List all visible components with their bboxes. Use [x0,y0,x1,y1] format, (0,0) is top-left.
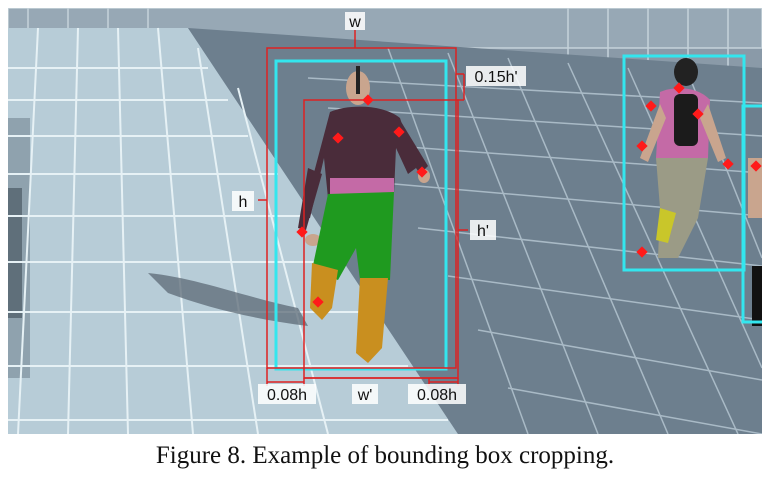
third-person [748,158,762,326]
crop-height-label: h' [477,223,489,240]
figure-caption: Figure 8. Example of bounding box croppi… [155,442,615,469]
width-label: w [348,14,361,31]
figure-image: w h h' 0.15h' 0.08h w' 0.08h [8,8,762,434]
floor-grid-lit [8,27,448,434]
keypoint [416,166,428,178]
keypoint [750,160,762,172]
crop-width-label: w' [357,387,373,404]
crop-outer-rect [266,47,457,369]
walker-shadow [148,273,308,326]
keypoint [722,158,734,170]
keypoint [636,140,648,152]
bounding-box-main [274,59,448,371]
main-person [298,66,430,363]
right-margin-label: 0.08h [417,387,457,404]
bounding-boxes [274,54,762,371]
left-margin-label: 0.08h [267,387,307,404]
keypoint [296,226,308,238]
keypoint [636,246,648,258]
crop-lines [258,30,468,386]
scene-render: w h h' 0.15h' 0.08h w' 0.08h [8,8,762,434]
second-person [640,58,726,258]
height-label: h [239,194,248,211]
annotation-labels: w h h' 0.15h' 0.08h w' 0.08h [232,12,526,404]
top-margin-label: 0.15h' [474,69,517,86]
keypoint [312,296,324,308]
bounding-box-third [741,104,762,324]
